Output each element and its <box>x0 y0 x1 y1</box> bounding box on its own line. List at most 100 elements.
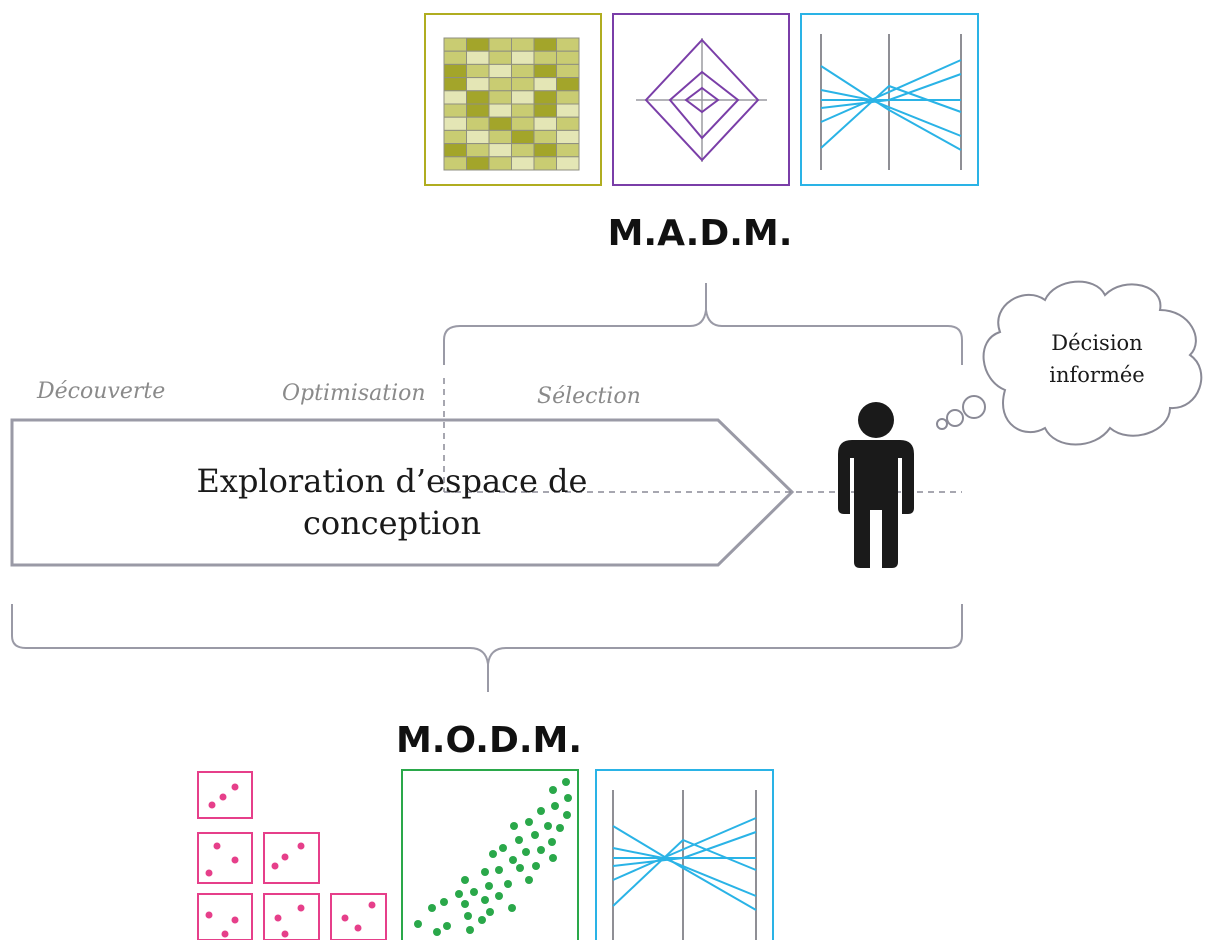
heatmap-cell <box>443 63 467 79</box>
scatter-point <box>489 850 497 858</box>
heatmap-cell <box>488 129 512 145</box>
heatmap-cell <box>466 50 490 65</box>
heatmap-cell <box>533 116 557 131</box>
heatmap-cell <box>511 90 535 105</box>
heatmap-cell <box>533 37 557 52</box>
scatter-point <box>556 824 564 832</box>
scatter-point <box>549 854 557 862</box>
scatter-point <box>428 904 436 912</box>
design-exploration-arrow <box>10 418 795 567</box>
scatter-point <box>564 794 572 802</box>
heatmap-cell <box>466 37 490 52</box>
heatmap-cell <box>488 156 512 171</box>
heatmap-cell <box>556 103 580 118</box>
heatmap-cell <box>533 50 557 65</box>
heatmap-cell <box>443 77 467 92</box>
scatter-point <box>470 888 478 896</box>
heatmap-cell <box>488 90 512 105</box>
heatmap-cell <box>533 129 557 145</box>
scatter-point <box>455 890 463 898</box>
heatmap-cell <box>533 156 557 171</box>
phase-label-discovery: Découverte <box>36 379 165 404</box>
scatter-point <box>485 882 493 890</box>
scatter-point <box>495 866 503 874</box>
heatmap-cell <box>466 143 490 158</box>
heatmap-cell <box>466 129 490 145</box>
scatter-point <box>537 846 545 854</box>
thought-cloud-icon <box>936 280 1203 446</box>
radar-chart-icon <box>612 13 790 186</box>
heatmap-cell <box>556 37 580 52</box>
heatmap-cell <box>533 63 557 79</box>
heatmap-cell <box>488 37 512 52</box>
scatter-point <box>549 786 557 794</box>
heatmap-cell <box>466 116 490 131</box>
scatter-point <box>481 868 489 876</box>
parallel-coordinates-icon-bottom <box>595 769 774 940</box>
heatmap-cell <box>443 129 467 145</box>
heatmap-cell <box>466 77 490 92</box>
heatmap-cell <box>443 103 467 118</box>
heatmap-cell <box>443 116 467 131</box>
scatter-matrix-icon <box>197 771 387 940</box>
cloud-label-line1: Décision <box>1051 331 1142 355</box>
heatmap-matrix-icon <box>424 13 602 186</box>
heatmap-cell <box>533 90 557 105</box>
heatmap-cell <box>511 50 535 65</box>
madm-title: M.A.D.M. <box>608 213 793 254</box>
heatmap-cell <box>511 116 535 131</box>
phase-label-selection: Sélection <box>537 384 641 409</box>
modm-bracket <box>11 604 963 692</box>
scatter-point <box>499 844 507 852</box>
heatmap-cell <box>443 37 467 52</box>
heatmap-cell <box>556 129 580 145</box>
heatmap-cell <box>511 37 535 52</box>
scatter-plot-icon <box>401 769 579 940</box>
heatmap-cell <box>488 77 512 92</box>
arrow-label-line2: conception <box>303 504 481 542</box>
scatter-point <box>544 822 552 830</box>
scatter-point <box>548 838 556 846</box>
scatter-point <box>516 864 524 872</box>
heatmap-cell <box>556 143 580 158</box>
heatmap-cell <box>466 63 490 79</box>
arrow-label-line1: Exploration d’espace de <box>197 462 588 500</box>
scatter-point <box>433 928 441 936</box>
scatter-point <box>510 822 518 830</box>
scatter-point <box>508 904 516 912</box>
scatter-point <box>461 876 469 884</box>
scatter-point <box>515 836 523 844</box>
heatmap-cell <box>488 143 512 158</box>
heatmap-cell <box>533 77 557 92</box>
heatmap-cell <box>488 116 512 131</box>
heatmap-cell <box>443 50 467 65</box>
scatter-point <box>562 778 570 786</box>
heatmap-cell <box>511 77 535 92</box>
heatmap-cell <box>556 90 580 105</box>
scatter-point <box>525 818 533 826</box>
heatmap-cell <box>466 90 490 105</box>
scatter-matrix-points <box>205 783 376 938</box>
scatter-point <box>509 856 517 864</box>
heatmap-cell <box>443 156 467 171</box>
scatter-point <box>532 862 540 870</box>
heatmap-cell <box>556 156 580 171</box>
scatter-point <box>504 880 512 888</box>
modm-title: M.O.D.M. <box>396 720 582 761</box>
scatter-point <box>522 848 530 856</box>
scatter-point <box>537 807 545 815</box>
heatmap-cell <box>533 143 557 158</box>
heatmap-cell <box>443 90 467 105</box>
scatter-point <box>478 916 486 924</box>
heatmap-cell <box>556 63 580 79</box>
madm-bracket <box>443 283 963 365</box>
person-icon <box>838 402 914 568</box>
heatmap-cell <box>556 77 580 92</box>
heatmap-cell <box>488 50 512 65</box>
heatmap-cell <box>488 63 512 79</box>
heatmap-cell <box>511 143 535 158</box>
scatter-point <box>481 896 489 904</box>
heatmap-cell <box>511 63 535 79</box>
phase-label-optimization: Optimisation <box>282 381 426 406</box>
